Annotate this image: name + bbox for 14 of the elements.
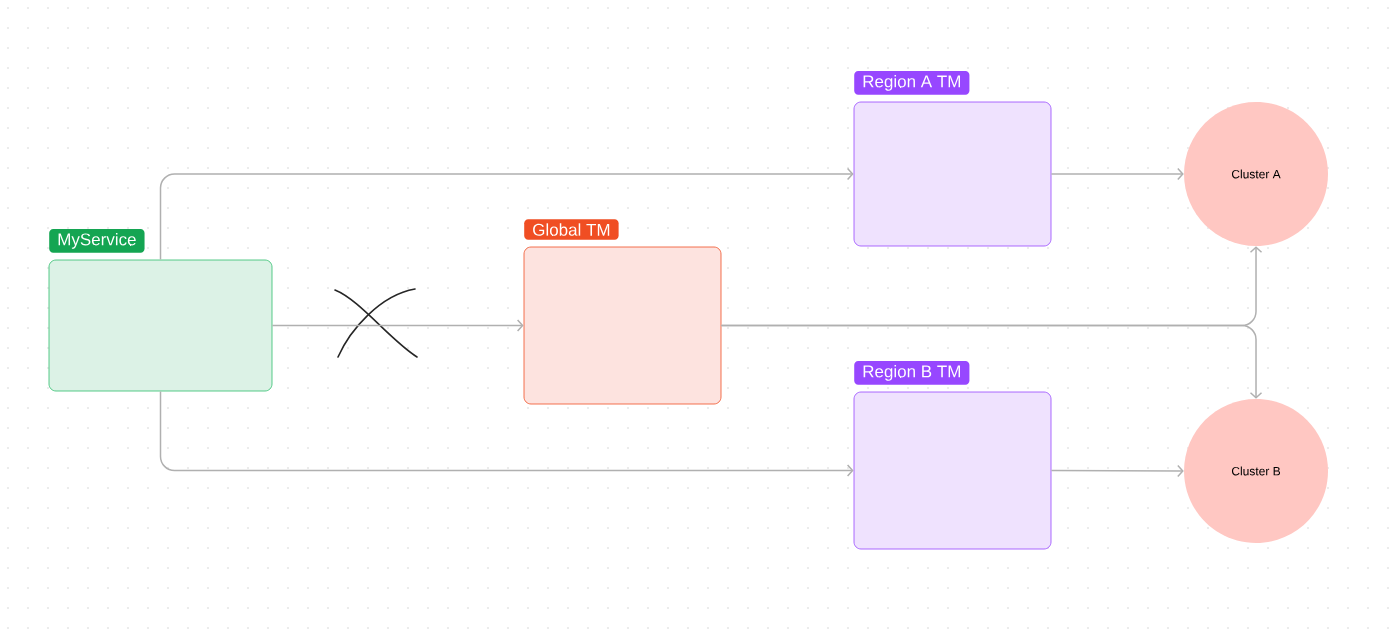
labeled-box: MyService [48,228,273,392]
node-label: Region B TM [863,364,960,381]
node-label: Global TM [533,223,610,236]
labeled-box: Region A TM [853,70,1052,247]
arrow [1050,464,1184,478]
node-label: MyService [58,232,136,249]
arrow [1050,167,1184,181]
labeled-box: Region B TM [853,360,1052,550]
node-label: Region A TM [863,74,960,91]
arrow [271,319,524,332]
arrow [159,167,854,261]
arrow [159,390,854,477]
labeled-box: Global TM [523,219,722,405]
arrow [720,324,1263,399]
